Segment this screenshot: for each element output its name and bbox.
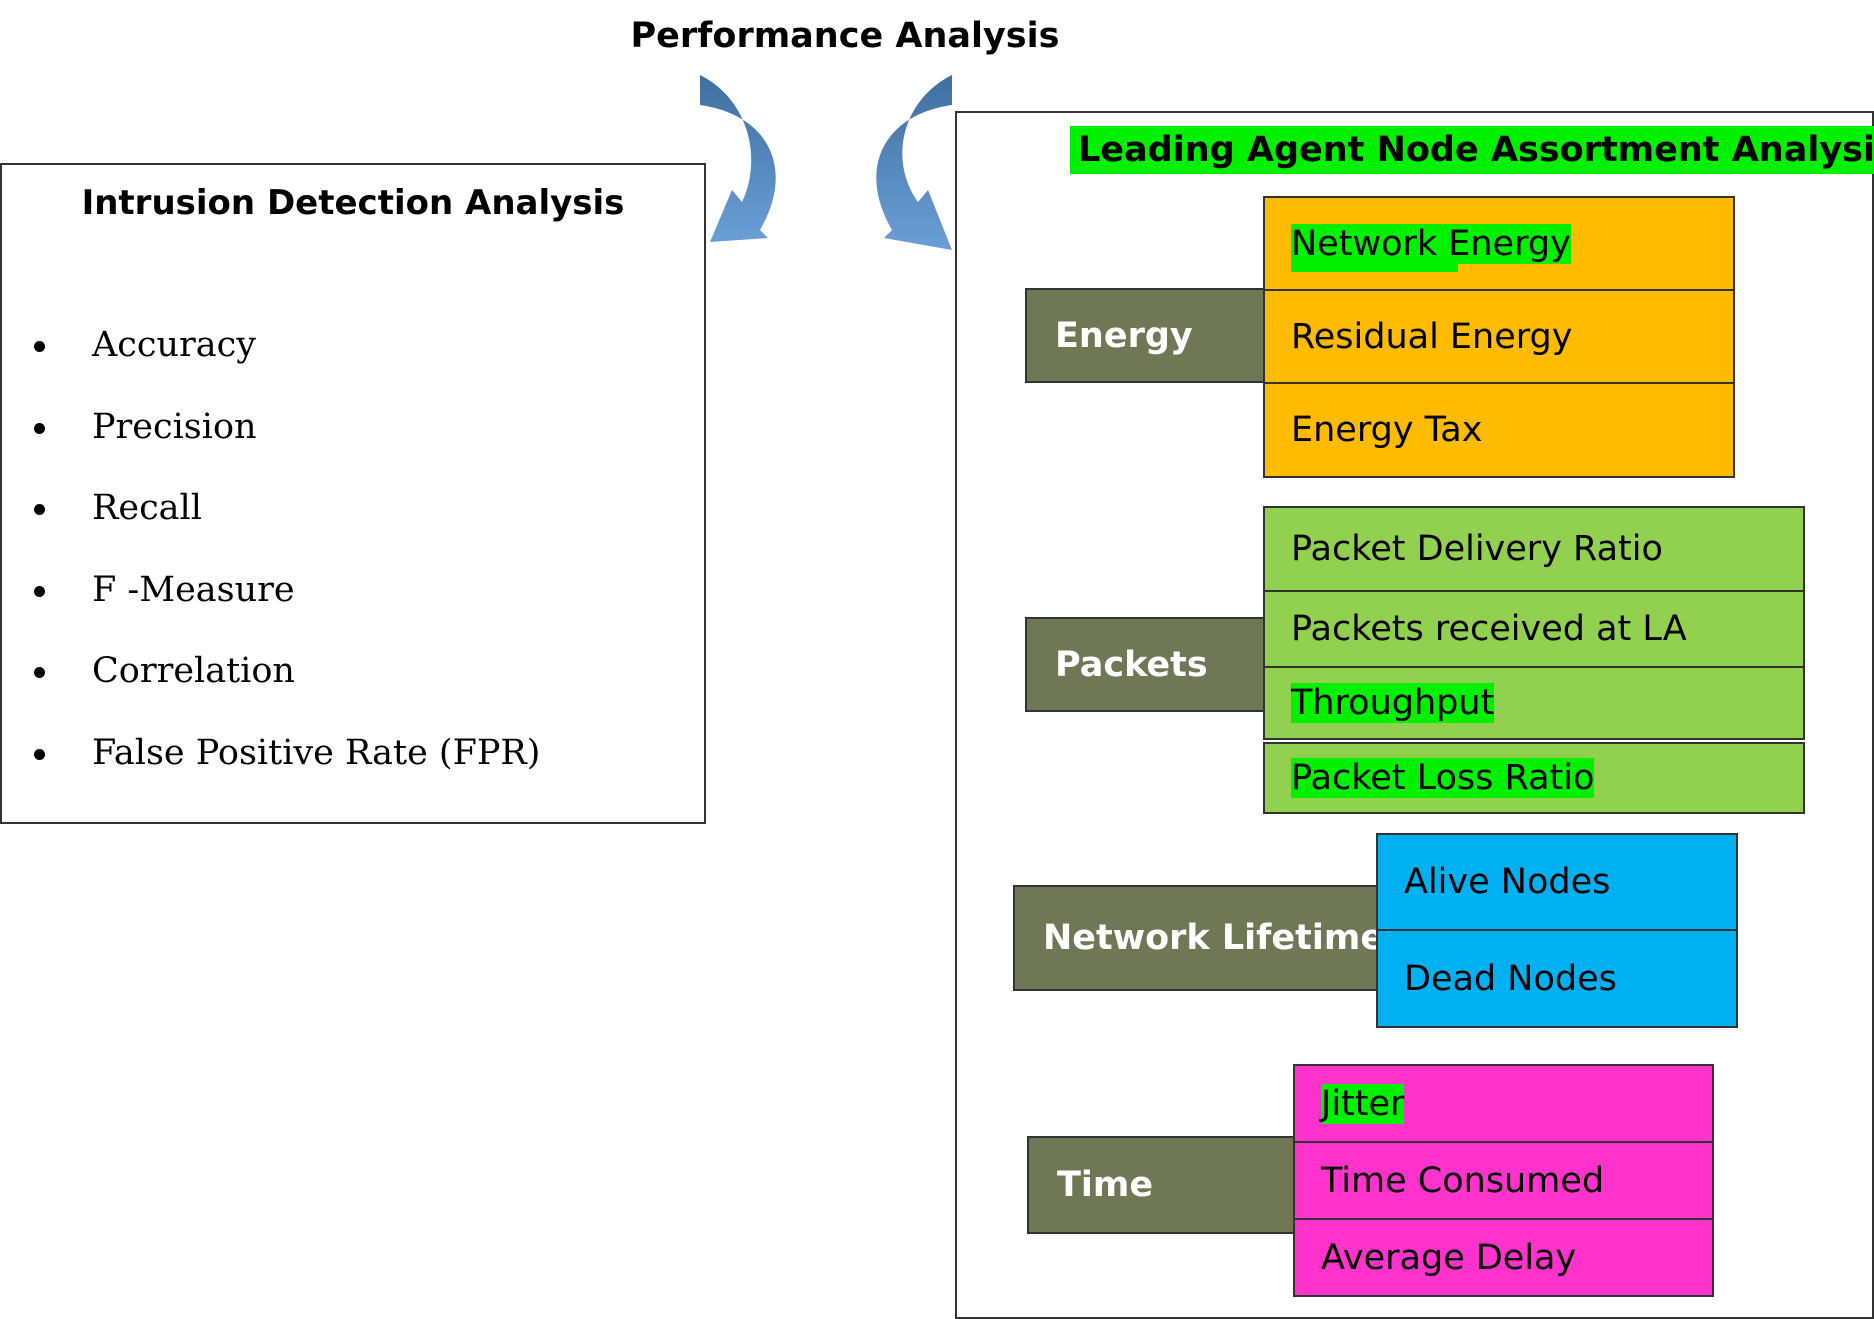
item-packets-received-at-la: Packets received at LA <box>1263 590 1805 668</box>
item-throughput: Throughput <box>1263 666 1805 740</box>
metric-label: False Positive Rate (FPR) <box>92 732 541 773</box>
item-residual-energy: Residual Energy <box>1263 289 1735 384</box>
category-energy: Energy <box>1025 288 1265 383</box>
bullet-icon <box>34 667 45 678</box>
item-average-delay: Average Delay <box>1293 1218 1714 1297</box>
metric-label: Recall <box>92 488 202 528</box>
intrusion-detection-panel: Intrusion Detection Analysis Accuracy Pr… <box>0 163 706 824</box>
metric-label: Correlation <box>92 651 295 691</box>
item-packet-loss-ratio: Packet Loss Ratio <box>1263 742 1805 814</box>
item-jitter: Jitter <box>1293 1064 1714 1143</box>
left-curved-arrow-icon <box>700 75 776 242</box>
diagram-title: Performance Analysis <box>630 16 1060 56</box>
item-label: Packet Loss Ratio <box>1291 758 1595 798</box>
item-alive-nodes: Alive Nodes <box>1376 833 1738 931</box>
item-time-consumed: Time Consumed <box>1293 1141 1714 1220</box>
right-curved-arrow-icon <box>876 75 952 250</box>
bullet-icon <box>34 422 45 434</box>
bullet-icon <box>34 585 45 597</box>
bullet-icon <box>34 748 45 760</box>
metric-label: Accuracy <box>92 325 256 365</box>
item-label: Jitter <box>1321 1083 1405 1124</box>
metric-label: Precision <box>92 406 257 447</box>
category-network-lifetime: Network Lifetime <box>1013 885 1384 991</box>
category-time: Time <box>1027 1136 1295 1234</box>
bullet-icon <box>34 341 45 352</box>
item-label: Network Energy <box>1291 223 1571 264</box>
intrusion-detection-title: Intrusion Detection Analysis <box>81 183 625 223</box>
metric-label: F -Measure <box>92 569 295 610</box>
leading-agent-title: Leading Agent Node Assortment Analysis <box>1070 126 1874 174</box>
item-packet-delivery-ratio: Packet Delivery Ratio <box>1263 506 1805 592</box>
bullet-icon <box>34 504 45 515</box>
item-dead-nodes: Dead Nodes <box>1376 929 1738 1028</box>
category-packets: Packets <box>1025 617 1265 712</box>
split-arrows <box>700 75 952 250</box>
item-label: Throughput <box>1291 683 1495 723</box>
item-energy-tax: Energy Tax <box>1263 382 1735 478</box>
highlight-mark <box>1291 263 1458 272</box>
item-network-energy: Network Energy <box>1263 196 1735 291</box>
